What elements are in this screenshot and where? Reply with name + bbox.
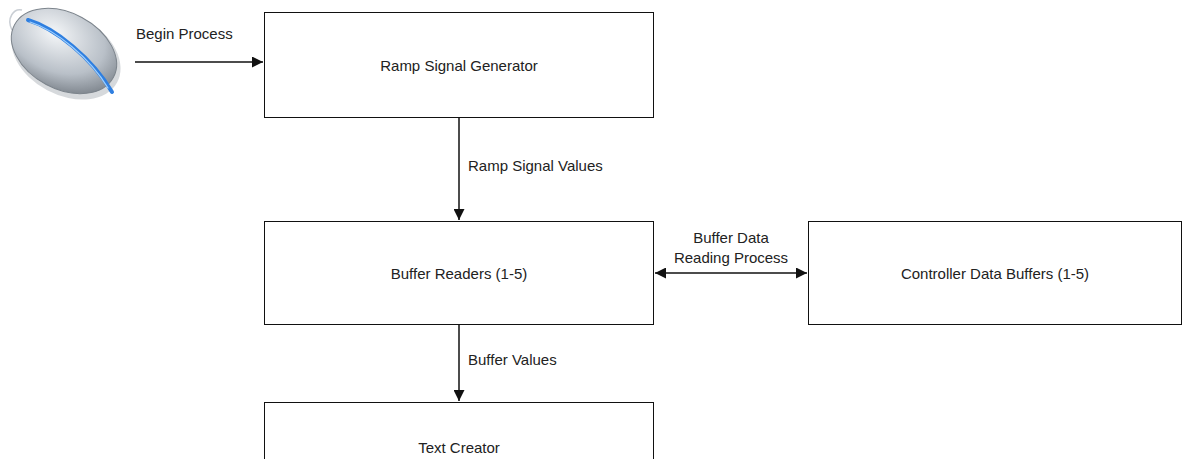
box-label: Controller Data Buffers (1-5) [901, 265, 1089, 282]
edge-label: Buffer Values [468, 350, 557, 370]
edge-label: Ramp Signal Values [468, 156, 603, 176]
connector-arrow [458, 118, 460, 220]
edge-label: Buffer Data Reading Process [667, 228, 795, 267]
mouse-light-glow [30, 22, 108, 88]
box-label: Ramp Signal Generator [380, 57, 538, 74]
begin-arrow [135, 61, 263, 63]
mouse-illustration [0, 0, 136, 118]
box-label: Text Creator [418, 439, 500, 456]
box-label: Buffer Readers (1-5) [391, 265, 527, 282]
mouse-body [0, 0, 131, 111]
connector-arrow [458, 325, 460, 401]
buffer-box: Controller Data Buffers (1-5) [808, 221, 1182, 325]
process-box: Buffer Readers (1-5) [264, 221, 654, 325]
mouse-light-stripe [28, 20, 112, 92]
arrow-label: Begin Process [136, 25, 233, 42]
connector-arrow [655, 272, 807, 274]
process-box: Ramp Signal Generator [264, 12, 654, 118]
process-box: Text Creator [264, 402, 654, 459]
